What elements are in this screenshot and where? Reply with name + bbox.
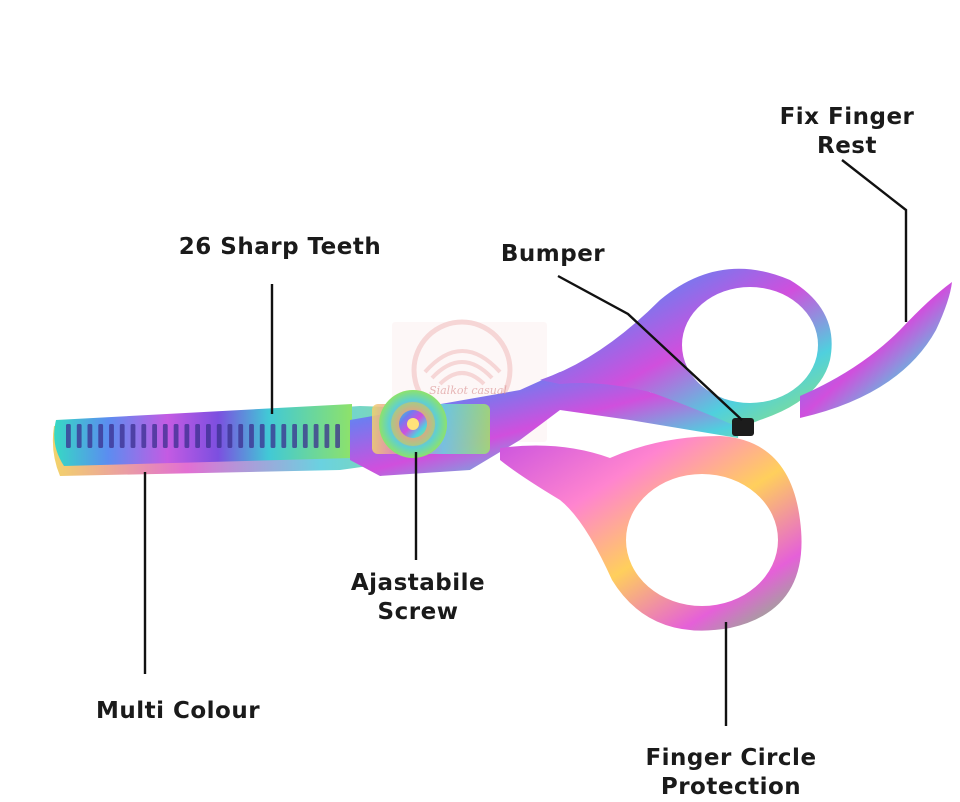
bumper-block xyxy=(732,418,754,436)
blade-tooth xyxy=(238,424,244,448)
blade-tooth xyxy=(162,424,168,448)
label-bumper: Bumper xyxy=(500,241,606,267)
blade-tooth xyxy=(98,424,104,448)
blade-tooth xyxy=(206,424,211,448)
label-fix-finger-rest: Fix Finger Rest xyxy=(779,104,915,159)
blade-teeth xyxy=(66,424,340,448)
bottom-finger-ring xyxy=(500,436,802,631)
blade-tooth xyxy=(141,424,147,448)
blade-tooth xyxy=(152,424,157,448)
blade-tooth xyxy=(324,424,330,448)
leader-bumper xyxy=(557,274,743,421)
blade-tooth xyxy=(249,424,254,448)
leader-lines xyxy=(143,159,908,726)
blade-tooth xyxy=(119,424,125,448)
blade-tooth xyxy=(184,424,190,448)
blade-tooth xyxy=(313,424,319,448)
blade-tooth xyxy=(335,424,340,448)
blade-tooth xyxy=(259,424,265,448)
top-finger-ring xyxy=(540,268,952,428)
blade-tooth xyxy=(66,424,71,448)
blade-tooth xyxy=(109,424,114,448)
blade-tooth xyxy=(130,424,136,448)
blade-tooth xyxy=(281,424,287,448)
label-finger-circle: Finger Circle Protection xyxy=(645,745,817,800)
blade-tooth xyxy=(302,424,308,448)
blade-tooth xyxy=(87,424,93,448)
leader-fix-finger-rest xyxy=(841,159,908,322)
blade-tooth xyxy=(227,424,233,448)
label-adjustable-screw: Ajastabile Screw xyxy=(350,570,486,625)
blade-tooth xyxy=(173,424,179,448)
label-sharp-teeth: 26 Sharp Teeth xyxy=(178,234,382,260)
blade-tooth xyxy=(216,424,222,448)
label-multi-colour: Multi Colour xyxy=(95,698,261,724)
watermark-text: Sialkot casual xyxy=(429,384,507,397)
adjustable-screw xyxy=(372,390,490,458)
blade-tooth xyxy=(292,424,297,448)
blade-tooth xyxy=(195,424,200,448)
blade-tooth xyxy=(76,424,82,448)
blade-tooth xyxy=(270,424,276,448)
